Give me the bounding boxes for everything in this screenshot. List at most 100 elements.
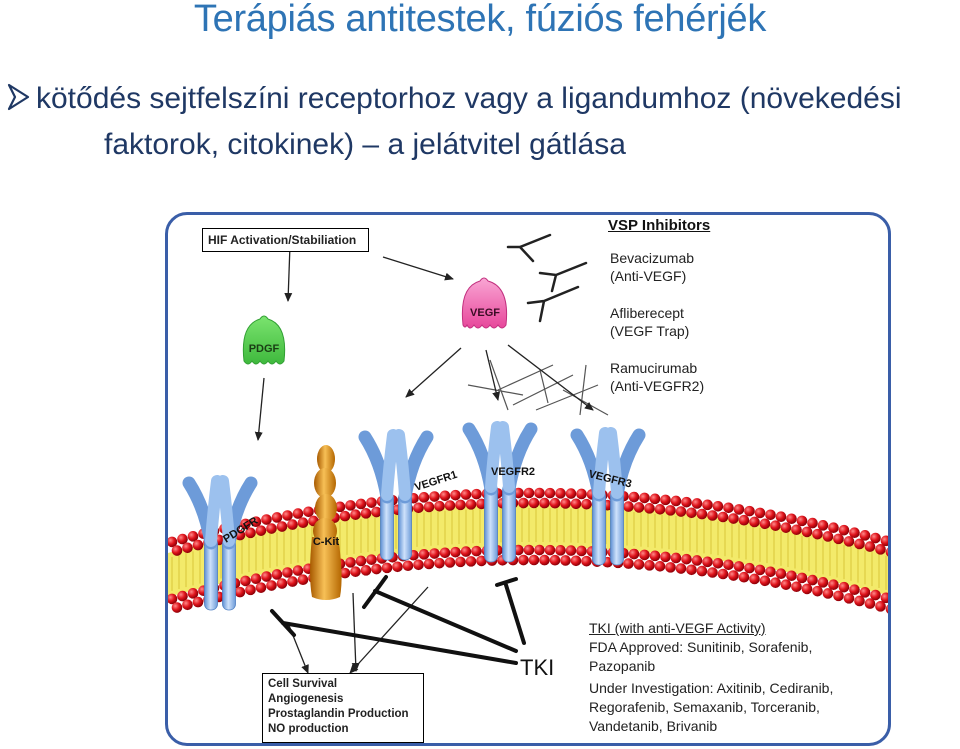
inhibition-bar-icon [270,575,526,665]
outcome-item: Cell Survival [268,678,338,690]
lipid-head [859,587,871,598]
lipid-head [686,507,697,519]
lipid-head [665,562,676,573]
lipid-head [660,551,671,563]
lipid-head [644,503,655,514]
lipid-head [581,555,592,567]
lipid-head [870,589,881,601]
lipid-head [381,562,393,574]
lipid-head [528,497,540,509]
lipid-head [450,489,461,501]
lipid-head [885,547,888,557]
lipid-head [870,532,881,544]
receptor-icon [358,429,434,561]
lipid-head [366,497,377,508]
lipid-head [234,586,246,598]
pdgf-label: PDGF [249,343,280,355]
lipid-head [744,505,755,517]
drug-2-target: (VEGF Trap) [610,323,690,339]
lipid-head [171,545,183,556]
lipid-head [639,549,650,561]
lipid-head [355,555,367,567]
antibody-icon [506,233,588,323]
lipid-head [665,505,676,516]
receptor-icon [462,421,538,563]
lipid-head [303,506,314,518]
ckit-receptor [310,445,342,600]
lipid-head [849,584,860,596]
receptor-icon [570,427,646,566]
lipid-head [801,583,813,595]
lipid-head [712,557,724,569]
lipid-head [775,568,787,580]
lipid-head [523,544,535,556]
lipid-head [628,548,640,560]
lipid-head [817,577,829,588]
lipid-head [250,573,262,584]
lipid-head [675,506,687,517]
signal-arrows [254,244,594,674]
lipid-head [450,546,461,558]
lipid-head [723,502,734,514]
lipid-head [691,555,703,566]
receptor-label-vegfr1: VEGFR1 [413,469,459,494]
lipid-head [717,511,729,523]
bullet-text-line-1: kötődés sejtfelszíni receptorhoz vagy a … [36,82,902,115]
lipid-head [297,517,309,529]
lipid-head [649,550,661,562]
tki-line-3: Under Investigation: Axitinib, Cediranib… [589,680,834,696]
lipid-head [528,554,540,566]
lipid-head [261,571,272,582]
tki-line-2: Pazopanib [589,658,656,674]
lipid-head [864,598,876,609]
bullet-arrow-icon [7,83,30,111]
lipid-head [838,581,850,593]
lipid-head [623,558,634,569]
lipid-head [733,561,745,572]
lipid-head [271,512,283,523]
lipid-head [266,580,277,591]
lipid-head [371,506,382,518]
lipid-head [350,566,361,577]
lipid-head [765,509,776,521]
lipid-head [429,548,440,559]
outcomes-box: Cell Survival Angiogenesis Prostaglandin… [262,673,424,743]
receptor-label-vegfr2: VEGFR2 [491,466,535,478]
lipid-head [833,590,844,602]
lipid-head [282,510,293,521]
lipid-head [544,487,556,499]
lipid-head [444,500,456,511]
lipid-head [418,549,430,560]
lipid-head [623,501,634,512]
lipid-head [859,530,871,541]
lipid-head [854,538,865,550]
lipid-head [654,504,666,515]
lipid-head [276,578,288,589]
lipid-head [570,498,582,510]
lipid-head [570,555,582,567]
lipid-head [555,545,566,556]
lipid-head [759,518,771,530]
lipid-head [843,536,855,547]
lipid-head [644,560,655,571]
lipid-head [455,499,466,511]
lipid-head [266,523,277,534]
lipid-head [549,497,561,509]
lipid-head [413,502,424,514]
lipid-head [402,560,414,572]
lipid-head [633,502,645,513]
lipid-head [182,542,193,554]
lipid-head [371,563,382,575]
receptor-label-ckit: C-Kit [313,536,340,548]
lipid-head [843,593,855,604]
lipid-head [828,579,839,591]
lipid-head [807,574,818,586]
lipid-head [780,579,792,590]
lipid-head [366,554,377,565]
lipid-head [255,582,267,593]
lipid-head [355,498,367,510]
lipid-head [675,563,687,574]
receptor-icon [182,475,258,611]
lipid-head [633,559,645,570]
lipid-head [539,497,550,509]
